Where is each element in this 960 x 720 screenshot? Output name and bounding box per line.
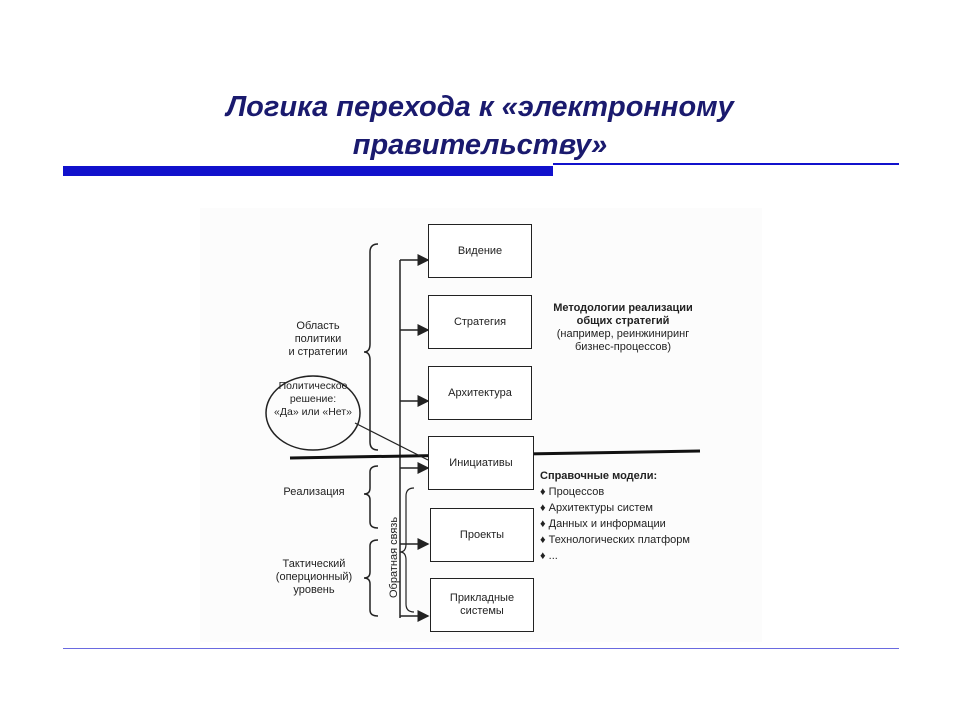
label-policy-area-line-2: политики [294,333,342,345]
label-decision-line-3: «Да» или «Нет» [274,406,352,418]
label-policy-area: Область политики и стратегии [282,320,354,359]
reference-models-heading: Справочные модели: [540,470,658,482]
brace-implementation [363,465,379,529]
label-policy-area-line-1: Область [296,320,340,332]
label-decision: Политическое решение: «Да» или «Нет» [266,380,360,419]
brace-tactical [363,539,379,617]
box-strategy: Стратегия [428,295,532,349]
label-methodologies-line-1: Методологии реализации [553,302,693,314]
slide-title: Логика перехода к «электронному правител… [0,88,960,164]
reference-model-item: ♦ Технологических платформ [540,534,690,546]
box-initiatives: Инициативы [428,436,534,490]
label-tactical: Тактический (оперционный) уровень [266,558,362,597]
label-policy-area-line-3: и стратегии [288,346,348,358]
reference-model-item: ♦ Процессов [540,486,605,498]
label-tactical-line-1: Тактический [282,558,346,570]
label-decision-line-2: решение: [289,393,337,405]
reference-model-item: ♦ Архитектуры систем [540,502,653,514]
title-underline-thin [553,163,899,165]
brace-policy-area [363,243,379,451]
reference-model-item: ♦ ... [540,550,558,562]
title-underline-thick [63,166,553,176]
reference-models: Справочные модели: ♦ Процессов ♦ Архитек… [540,468,720,564]
process-diagram: Видение Стратегия Архитектура Инициативы… [200,208,762,642]
footer-divider [63,648,899,649]
slide-title-line-2: правительству» [352,129,608,161]
diagram-connectors [265,243,701,622]
label-decision-line-1: Политическое [278,380,348,392]
label-tactical-line-3: уровень [293,584,335,596]
decision-connector [354,422,429,461]
label-tactical-line-2: (оперционный) [275,571,353,583]
box-architecture: Архитектура [428,366,532,420]
label-methodologies: Методологии реализации общих стратегий (… [540,302,706,354]
box-vision: Видение [428,224,532,278]
label-methodologies-line-2: общих стратегий [576,315,670,327]
reference-model-item: ♦ Данных и информации [540,518,666,530]
label-implementation: Реализация [283,486,345,498]
label-methodologies-line-3: (например, реинжиниринг [556,328,690,340]
label-feedback: Обратная связь [388,516,400,598]
decision-ellipse [265,375,361,451]
box-applications: Прикладные системы [430,578,534,632]
box-projects: Проекты [430,508,534,562]
brace-feedback [399,487,415,613]
slide-title-line-1: Логика перехода к «электронному [226,91,734,123]
label-methodologies-line-4: бизнес-процессов) [574,341,672,353]
